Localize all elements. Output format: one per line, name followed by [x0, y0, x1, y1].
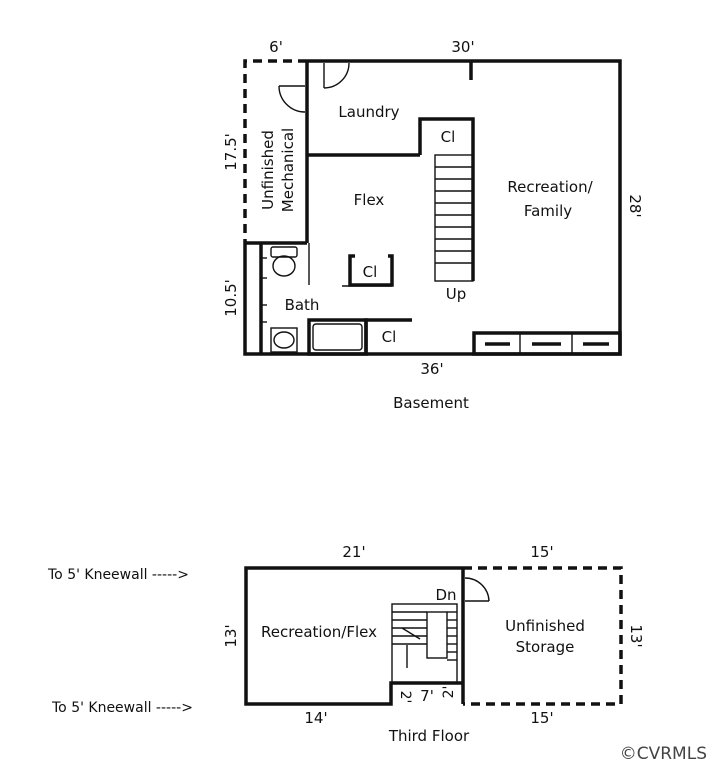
- basement-title: Basement: [393, 394, 469, 412]
- laundry-door-icon: [323, 62, 350, 89]
- storage-door-icon: [464, 577, 490, 602]
- mechanical-label-line2: Mechanical: [279, 128, 297, 212]
- storage-label-line2: Storage: [516, 638, 575, 656]
- toilet-icon: [270, 246, 298, 277]
- basement-dim-left-upper: 17.5': [222, 133, 240, 171]
- bath-closet-label: Cl: [382, 328, 397, 346]
- basement-dim-top: 30': [451, 38, 474, 56]
- flex-closet-label: Cl: [363, 263, 378, 281]
- mechanical-door-icon: [278, 85, 306, 113]
- recreation-label-line2: Family: [524, 202, 572, 220]
- flex-closet: [348, 254, 394, 287]
- third-dim-top-left: 21': [342, 543, 365, 561]
- flex-label: Flex: [354, 191, 385, 209]
- stairs-down-label: Dn: [435, 586, 456, 604]
- third-floor-stairs: [391, 603, 458, 684]
- third-dim-bottom-left: 14': [304, 709, 327, 727]
- basement-stairs: [434, 131, 475, 282]
- recreation-label-line1: Recreation/: [507, 178, 593, 196]
- third-dim-top-right: 15': [530, 543, 553, 561]
- laundry-label: Laundry: [338, 103, 399, 121]
- recreation-flex-label: Recreation/Flex: [261, 623, 377, 641]
- mechanical-label-line1: Unfinished: [259, 130, 277, 210]
- third-dim-bottom-right: 15': [530, 709, 553, 727]
- third-floor-title: Third Floor: [388, 727, 470, 745]
- basement-dim-bottom: 36': [420, 360, 443, 378]
- third-dim-notch-right: 2': [441, 686, 457, 699]
- laundry-closet-label: Cl: [441, 128, 456, 146]
- sink-icon: [270, 327, 298, 353]
- mechanical-dashed-wall: [243, 59, 307, 243]
- kneewall-top-label: To 5' Kneewall ----->: [47, 567, 189, 583]
- basement-plan: [243, 59, 622, 356]
- bath-label: Bath: [285, 296, 320, 314]
- third-floor-plan: [244, 566, 623, 706]
- copyright-watermark: ©CVRMLS: [620, 744, 707, 764]
- kneewall-bottom-label: To 5' Kneewall ----->: [51, 700, 193, 716]
- stairs-up-label: Up: [446, 285, 467, 303]
- basement-dim-top-left: 6': [269, 38, 283, 56]
- basement-dim-right: 28': [626, 194, 644, 217]
- storage-dashed-wall: [463, 566, 623, 706]
- storage-label-line1: Unfinished: [505, 617, 585, 635]
- third-dim-right: 13': [627, 624, 645, 647]
- tub-icon: [307, 318, 368, 356]
- third-dim-left: 13': [222, 624, 240, 647]
- third-dim-notch-mid: 7': [420, 687, 434, 705]
- laundry-closet: [418, 117, 475, 155]
- storage-cabinets: [472, 331, 622, 356]
- bath-closet: [364, 318, 412, 354]
- third-dim-notch-left: 2': [397, 691, 413, 704]
- basement-dim-left-lower: 10.5': [222, 279, 240, 317]
